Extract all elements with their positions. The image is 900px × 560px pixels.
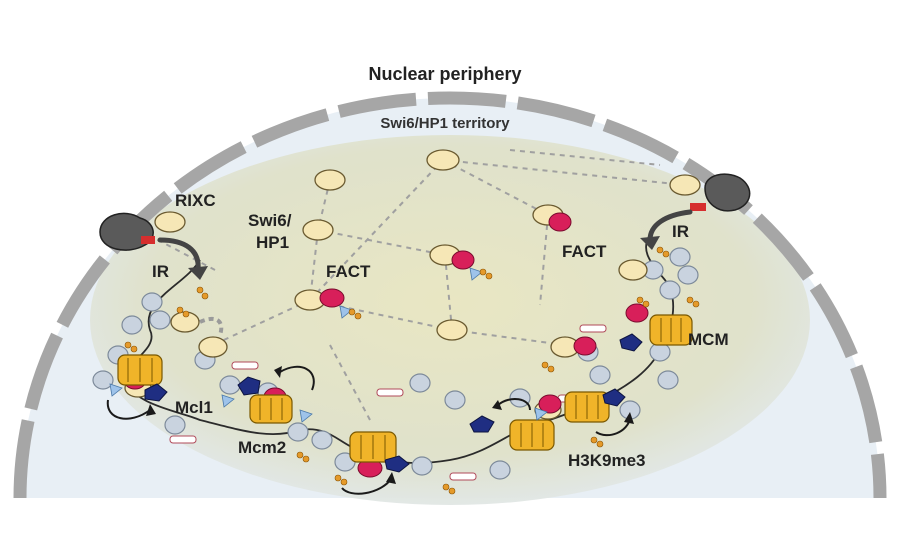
nuclear-periphery-label: Nuclear periphery	[368, 64, 521, 84]
territory-label: Swi6/HP1 territory	[380, 115, 510, 132]
rotation-arrowheads	[146, 366, 634, 484]
hp1-label: HP1	[256, 233, 289, 252]
fact-left-label: FACT	[326, 262, 371, 281]
mcm2-label: Mcm2	[238, 438, 286, 457]
h3k9me3-label: H3K9me3	[568, 451, 646, 470]
ir-right-label: IR	[672, 222, 689, 241]
arrowheads	[188, 236, 660, 280]
swi6-label: Swi6/	[248, 211, 292, 230]
ir-left-label: IR	[152, 262, 169, 281]
rnai-complex-right	[690, 173, 751, 212]
rixc-label: RIXC	[175, 191, 216, 210]
nuclear-envelope	[13, 91, 887, 499]
rnai-complex-left	[99, 212, 155, 251]
nucleosome-tails	[109, 267, 548, 423]
chromatin-fiber-dashed	[199, 316, 224, 336]
fact-right-label: FACT	[562, 242, 607, 261]
mcl1-proteins	[144, 333, 643, 473]
h3k9me3-marks	[124, 246, 700, 495]
mcm-label: MCM	[688, 330, 729, 349]
mcm-stripes	[127, 318, 682, 459]
arrows	[157, 209, 693, 273]
mcl1-label: Mcl1	[175, 398, 213, 417]
